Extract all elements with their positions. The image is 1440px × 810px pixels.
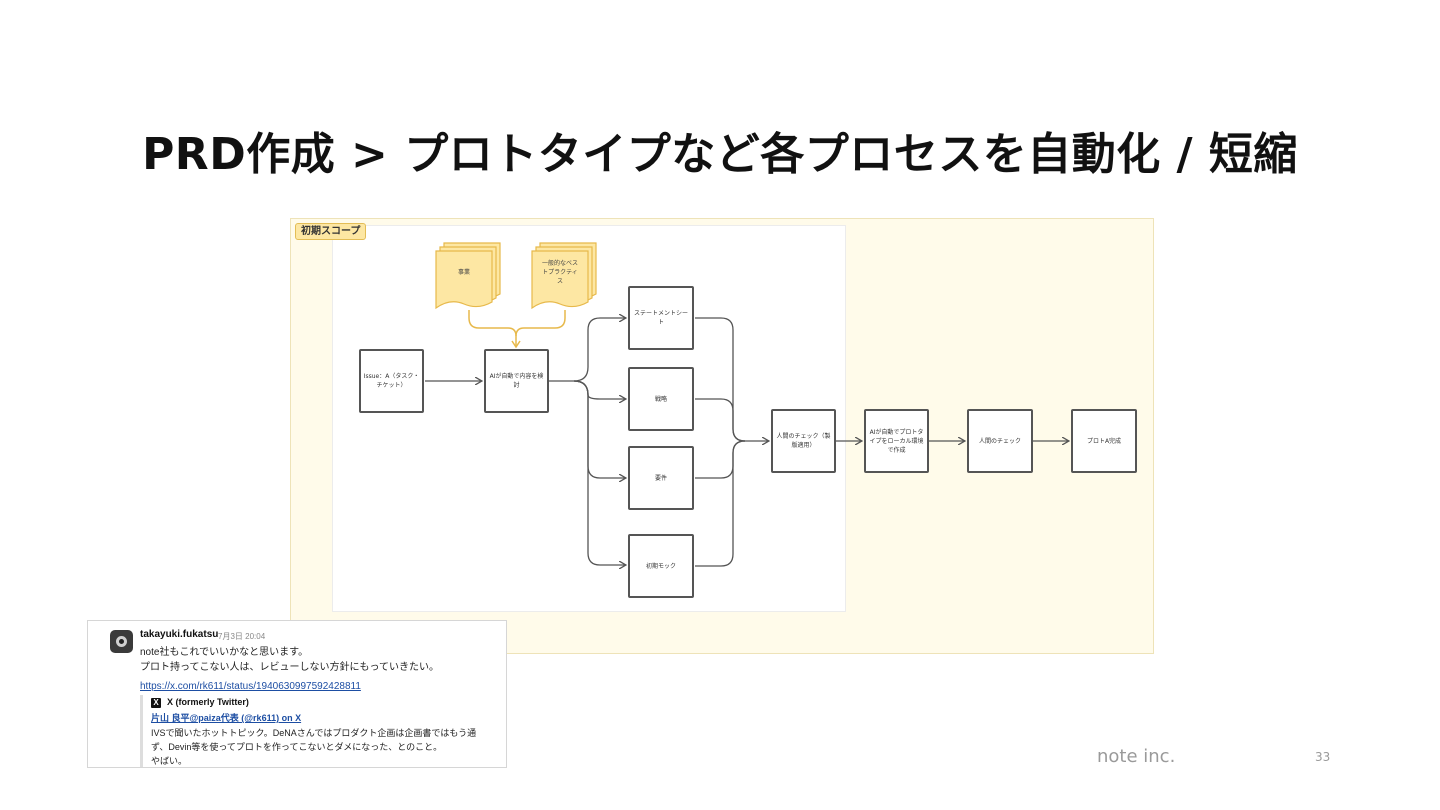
input-doc-business: 事業: [457, 268, 470, 276]
preview-title-link[interactable]: 片山 良平@paiza代表 (@rk611) on X: [151, 713, 302, 723]
preview-site-name: X (formerly Twitter): [167, 697, 249, 707]
diagram-canvas: [332, 225, 846, 612]
input-doc-best-practice: 一般的なベストプラクティス: [541, 259, 579, 285]
node-human-check: 人間のチェック（製版適用）: [771, 409, 836, 473]
footer-brand: note inc.: [1097, 746, 1176, 767]
preview-text-line: やばい。: [151, 756, 188, 766]
user-avatar: [110, 630, 133, 653]
preview-text-line: IVSで聞いたホットトピック。DeNAさんではプロダクト企画は企画書ではもう通: [151, 728, 477, 738]
message-link[interactable]: https://x.com/rk611/status/1940630997592…: [140, 681, 361, 692]
node-statement-sheet: ステートメントシート: [628, 286, 694, 350]
node-issue: Issue：A（タスク・チケット）: [359, 349, 424, 413]
node-strategy: 戦略: [628, 367, 694, 431]
preview-text-line: ず、Devin等を使ってプロトを作ってこないとダメになった、とのこと。: [151, 742, 443, 752]
link-preview: X X (formerly Twitter) 片山 良平@paiza代表 (@r…: [140, 695, 506, 767]
node-human-check-2: 人間のチェック: [967, 409, 1033, 473]
node-ai-prototype: AIが自動でプロトタイプをローカル環境で作成: [864, 409, 929, 473]
message-line: プロト持ってこない人は、レビューしない方針にもっていきたい。: [140, 662, 439, 673]
x-logo-icon: X: [151, 698, 161, 708]
page-number: 33: [1315, 750, 1331, 764]
scope-label: 初期スコープ: [295, 223, 367, 240]
message-line: note社もこれでいいかなと思います。: [140, 647, 309, 658]
message-author[interactable]: takayuki.fukatsu: [140, 629, 219, 640]
node-ai-review: AIが自動で内容を検討: [484, 349, 549, 413]
message-timestamp[interactable]: 7月3日 20:04: [218, 632, 266, 641]
node-initial-mock: 初期モック: [628, 534, 694, 598]
slide-title: PRD作成 > プロトタイプなど各プロセスを自動化 / 短縮: [142, 129, 1298, 180]
node-prototype-done: プロトA完成: [1071, 409, 1137, 473]
node-requirements: 要件: [628, 446, 694, 510]
slack-message-card: takayuki.fukatsu 7月3日 20:04 note社もこれでいいか…: [87, 620, 507, 768]
